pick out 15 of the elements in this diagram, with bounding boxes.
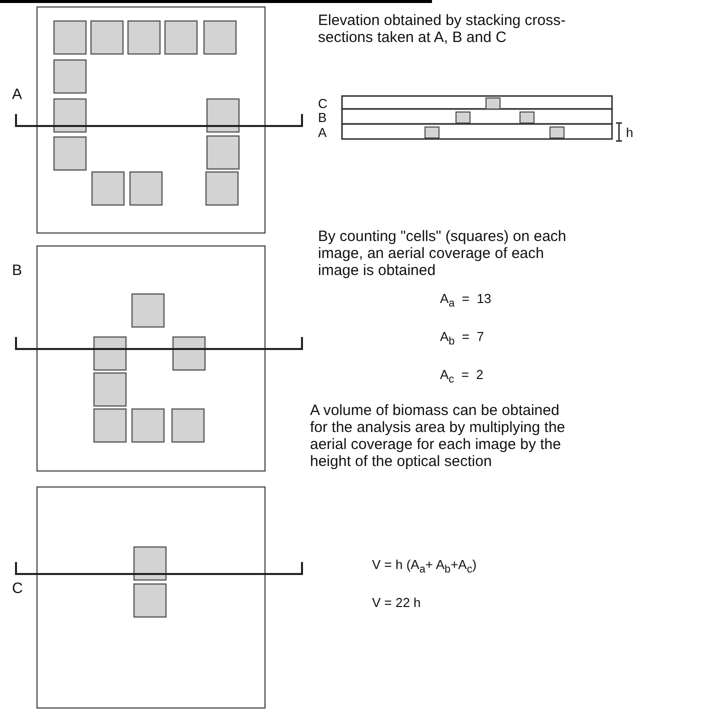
equation: V = 22 h: [372, 594, 422, 611]
section-label: A: [318, 124, 327, 141]
description-text: Elevation obtained by stacking cross-sections taken at A, B and C: [318, 12, 567, 46]
section-label: C: [318, 95, 328, 112]
equation: A$_{a}$ = 13: [440, 290, 492, 312]
dimension-label: h: [626, 124, 634, 141]
equation: A$_{b}$ = 7: [440, 328, 485, 350]
section-label: B: [12, 262, 22, 279]
description-text: A volume of biomass can be obtained for the analysis area by multiplying the aerial coverage for each image by the height of the optical section: [310, 402, 566, 470]
description-text: By counting "cells" (squares) on each image, an aerial coverage of each image is obtained: [318, 228, 568, 279]
section-label: C: [12, 580, 23, 597]
equation: A$_{c}$ = 2: [440, 366, 484, 388]
equation: V = h (A$_{a}$+ A$_{b}$+A$_{c}$): [372, 556, 478, 578]
section-label: B: [318, 109, 327, 126]
section-label: A: [12, 86, 22, 103]
